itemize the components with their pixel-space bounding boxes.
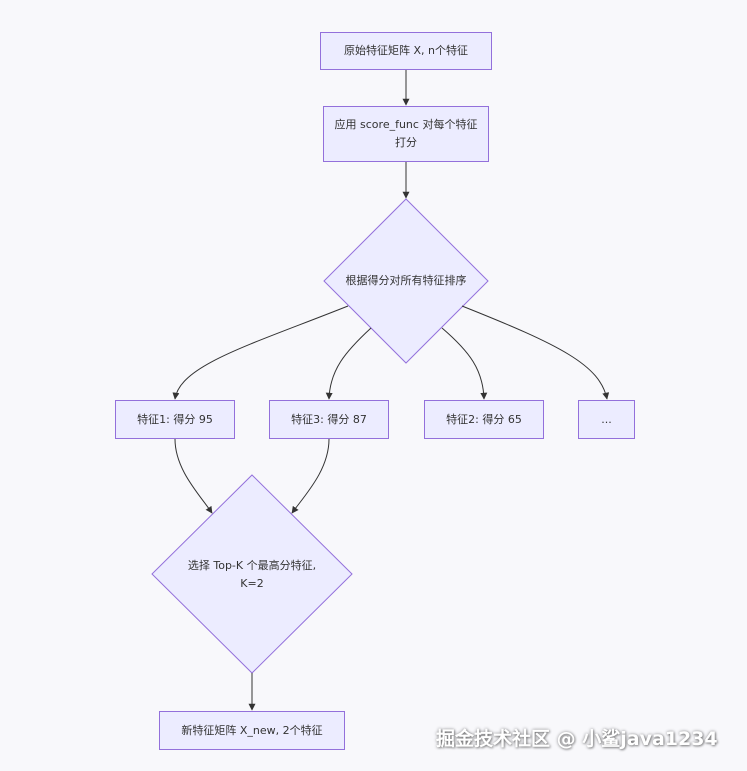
input-matrix-label: 原始特征矩阵 X, n个特征 bbox=[344, 44, 468, 57]
sort-decision-label: 根据得分对所有特征排序 bbox=[345, 274, 467, 287]
edge-feature3-to-select bbox=[291, 438, 330, 514]
feature2-label: 特征2: 得分 65 bbox=[446, 412, 522, 426]
watermark: 掘金技术社区 @ 小鲨java1234 bbox=[436, 724, 736, 752]
sort-decision-node: 根据得分对所有特征排序 bbox=[334, 262, 478, 300]
edge-sort-to-feature1 bbox=[172, 305, 349, 400]
feature3-node: 特征3: 得分 87 bbox=[269, 400, 389, 439]
more-features-node: ... bbox=[578, 400, 635, 439]
watermark-text: 掘金技术社区 @ 小鲨java1234 bbox=[436, 728, 718, 750]
edge-sort-to-feature2 bbox=[441, 327, 488, 400]
select-topk-label: 选择 Top-K 个最高分特征, K=2 bbox=[187, 559, 317, 590]
apply-score-node: 应用 score_func 对每个特征打分 bbox=[323, 106, 489, 162]
output-matrix-label: 新特征矩阵 X_new, 2个特征 bbox=[181, 723, 323, 737]
sort-decision-shape bbox=[323, 198, 489, 364]
feature2-node: 特征2: 得分 65 bbox=[424, 400, 544, 439]
edge-sort-to-feature3 bbox=[325, 327, 372, 400]
more-features-label: ... bbox=[601, 412, 612, 426]
output-matrix-node: 新特征矩阵 X_new, 2个特征 bbox=[159, 711, 345, 750]
edge-feature1-to-select bbox=[174, 438, 213, 514]
feature1-label: 特征1: 得分 95 bbox=[137, 412, 213, 426]
apply-score-label: 应用 score_func 对每个特征打分 bbox=[334, 118, 478, 149]
feature3-label: 特征3: 得分 87 bbox=[291, 412, 367, 426]
select-topk-node: 选择 Top-K 个最高分特征, K=2 bbox=[177, 555, 327, 595]
edge-sort-to-more bbox=[461, 305, 610, 400]
feature1-node: 特征1: 得分 95 bbox=[115, 400, 235, 439]
input-matrix-node: 原始特征矩阵 X, n个特征 bbox=[320, 32, 492, 70]
